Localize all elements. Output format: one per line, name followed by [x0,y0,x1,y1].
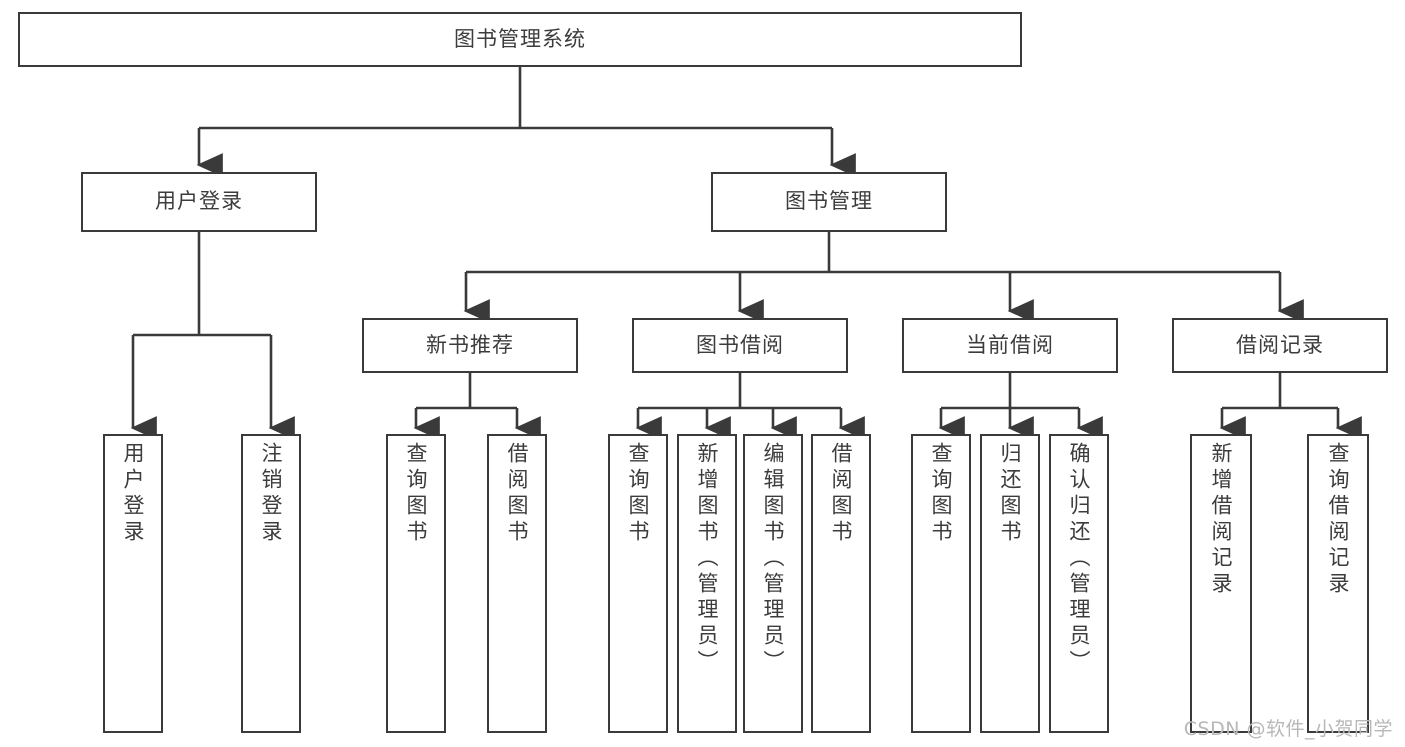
node-label: 归还图书 [998,442,1023,546]
node-label: 查询图书 [626,442,651,546]
leaf-edit-book-admin[interactable]: 编辑图书（管理员） [743,434,803,733]
node-label: 新书推荐 [426,332,514,357]
node-label: 图书管理 [785,189,873,214]
leaf-add-borrow-record[interactable]: 新增借阅记录 [1190,434,1252,733]
leaf-query-book-borrow[interactable]: 查询图书 [608,434,668,733]
node-root-system[interactable]: 图书管理系统 [18,12,1022,67]
leaf-logout[interactable]: 注销登录 [241,434,301,733]
node-label: 用户登录 [121,442,146,546]
leaf-borrow-book-recommend[interactable]: 借阅图书 [487,434,547,733]
node-label: 用户登录 [155,189,243,214]
node-label: 确认归还（管理员） [1067,442,1092,676]
node-label: 借阅记录 [1236,332,1324,357]
node-book-borrow[interactable]: 图书借阅 [632,318,848,373]
leaf-add-book-admin[interactable]: 新增图书（管理员） [677,434,737,733]
node-label: 借阅图书 [505,442,530,546]
leaf-query-book-recommend[interactable]: 查询图书 [386,434,446,733]
leaf-query-borrow-record[interactable]: 查询借阅记录 [1307,434,1369,733]
node-label: 当前借阅 [966,332,1054,357]
node-label: 新增图书（管理员） [695,442,720,676]
node-label: 查询借阅记录 [1326,442,1351,598]
node-label: 图书借阅 [696,332,784,357]
node-label: 查询图书 [404,442,429,546]
node-borrow-record[interactable]: 借阅记录 [1172,318,1388,373]
node-label: 新增借阅记录 [1209,442,1234,598]
node-label: 编辑图书（管理员） [761,442,786,676]
node-label: 图书管理系统 [454,26,586,51]
node-current-borrow[interactable]: 当前借阅 [902,318,1118,373]
leaf-borrow-book[interactable]: 借阅图书 [811,434,871,733]
leaf-confirm-return-admin[interactable]: 确认归还（管理员） [1049,434,1109,733]
watermark-csdn: CSDN @软件_小贺同学 [1183,718,1393,740]
leaf-query-book-current[interactable]: 查询图书 [911,434,971,733]
node-book-management[interactable]: 图书管理 [711,172,947,232]
node-new-book-recommend[interactable]: 新书推荐 [362,318,578,373]
leaf-user-login[interactable]: 用户登录 [103,434,163,733]
leaf-return-book[interactable]: 归还图书 [980,434,1040,733]
node-label: 借阅图书 [829,442,854,546]
node-label: 注销登录 [259,442,284,546]
node-user-login[interactable]: 用户登录 [81,172,317,232]
node-label: 查询图书 [929,442,954,546]
